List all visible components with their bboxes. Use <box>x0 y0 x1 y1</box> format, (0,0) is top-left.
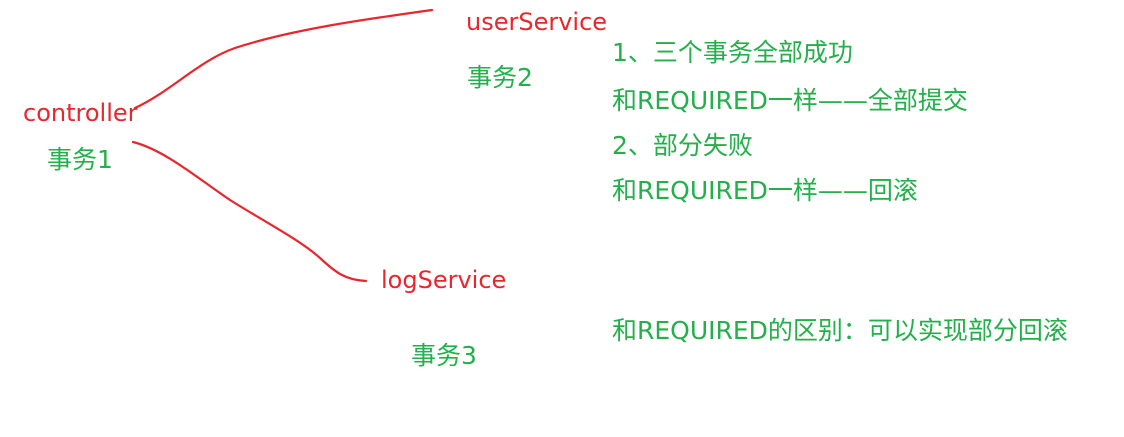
logservice-node-label: logService <box>381 266 507 294</box>
connector-controller-to-logservice <box>131 140 368 283</box>
note-line: 和REQUIRED一样——回滚 <box>612 176 918 205</box>
note-line: 2、部分失败 <box>612 131 753 160</box>
note-line: 和REQUIRED一样——全部提交 <box>612 86 968 115</box>
logservice-transaction-label: 事务3 <box>411 341 477 370</box>
controller-transaction-label: 事务1 <box>47 145 113 174</box>
connector-controller-to-userservice <box>133 8 434 110</box>
userservice-transaction-label: 事务2 <box>467 63 533 92</box>
summary-note: 和REQUIRED的区别：可以实现部分回滚 <box>612 316 1068 345</box>
note-line: 1、三个事务全部成功 <box>612 38 853 67</box>
userservice-node-label: userService <box>466 8 608 36</box>
controller-node-label: controller <box>23 99 138 127</box>
